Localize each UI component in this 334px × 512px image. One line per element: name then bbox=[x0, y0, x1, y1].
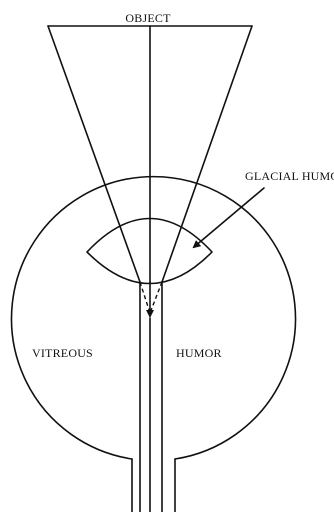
object-label: OBJECT bbox=[125, 11, 171, 25]
ray-left bbox=[48, 26, 140, 282]
focus-ray-left bbox=[140, 282, 150, 313]
focus-ray-right bbox=[150, 282, 162, 313]
glacial-humor-label: GLACIAL HUMOR bbox=[245, 169, 334, 183]
ray-right bbox=[162, 26, 252, 282]
vitreous-label: VITREOUS bbox=[32, 346, 93, 360]
humor-label: HUMOR bbox=[176, 346, 222, 360]
